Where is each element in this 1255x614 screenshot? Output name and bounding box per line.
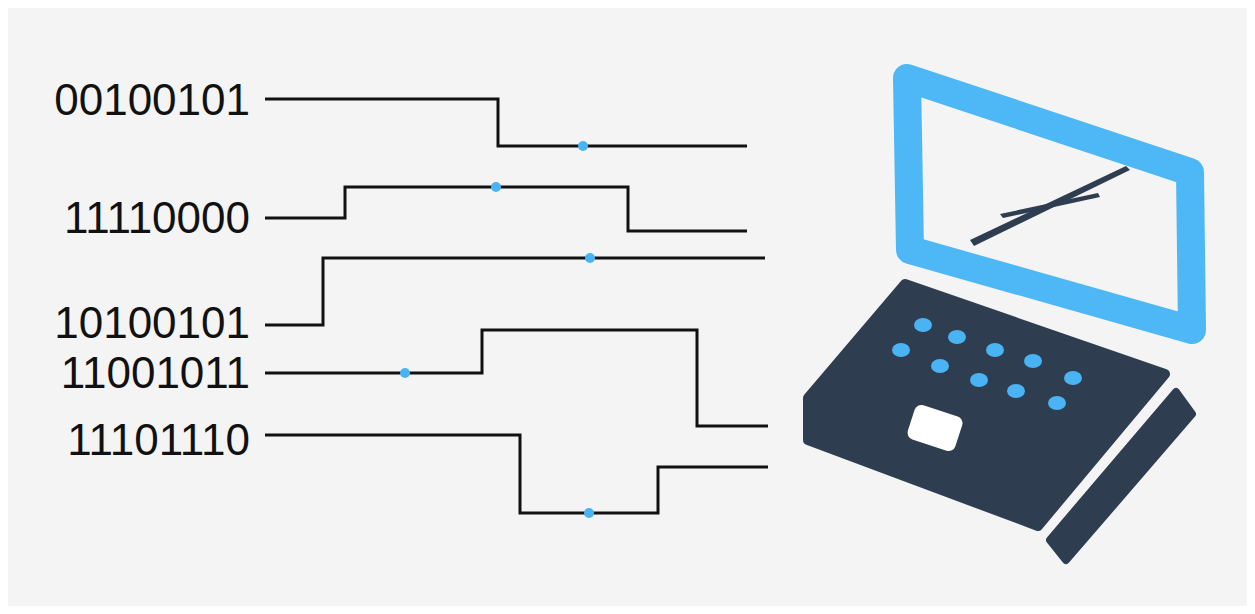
key — [892, 343, 910, 357]
laptop-icon — [808, 78, 1192, 560]
key — [1048, 396, 1066, 410]
screen-glare — [1000, 193, 1100, 218]
binary-label: 11001011 — [10, 347, 250, 399]
binary-label: 11110000 — [10, 192, 250, 244]
signal-dot — [578, 141, 588, 151]
signal-wire — [265, 258, 765, 325]
laptop-front-lip — [1050, 392, 1192, 560]
binary-label: 00100101 — [10, 74, 250, 126]
signal-wire — [265, 330, 768, 426]
signal-wire — [265, 99, 747, 146]
key — [970, 373, 988, 387]
signal-dots — [400, 141, 595, 518]
binary-label: 10100101 — [10, 297, 250, 349]
key — [931, 359, 949, 373]
keyboard-keys — [892, 318, 1082, 410]
laptop-screen — [907, 78, 1192, 330]
signal-wire — [265, 187, 747, 231]
trackpad — [906, 403, 965, 453]
key — [948, 330, 966, 344]
signal-dot — [491, 182, 501, 192]
signal-wire — [265, 435, 768, 513]
signal-dot — [584, 508, 594, 518]
key — [1007, 384, 1025, 398]
signal-dot — [585, 253, 595, 263]
signal-dot — [400, 368, 410, 378]
signal-wires — [265, 99, 768, 513]
key — [986, 343, 1004, 357]
key — [1064, 371, 1082, 385]
key — [914, 318, 932, 332]
binary-label: 11101110 — [10, 414, 250, 466]
key — [1024, 354, 1042, 368]
background-panel — [8, 8, 1247, 606]
screen-glare — [970, 166, 1130, 246]
